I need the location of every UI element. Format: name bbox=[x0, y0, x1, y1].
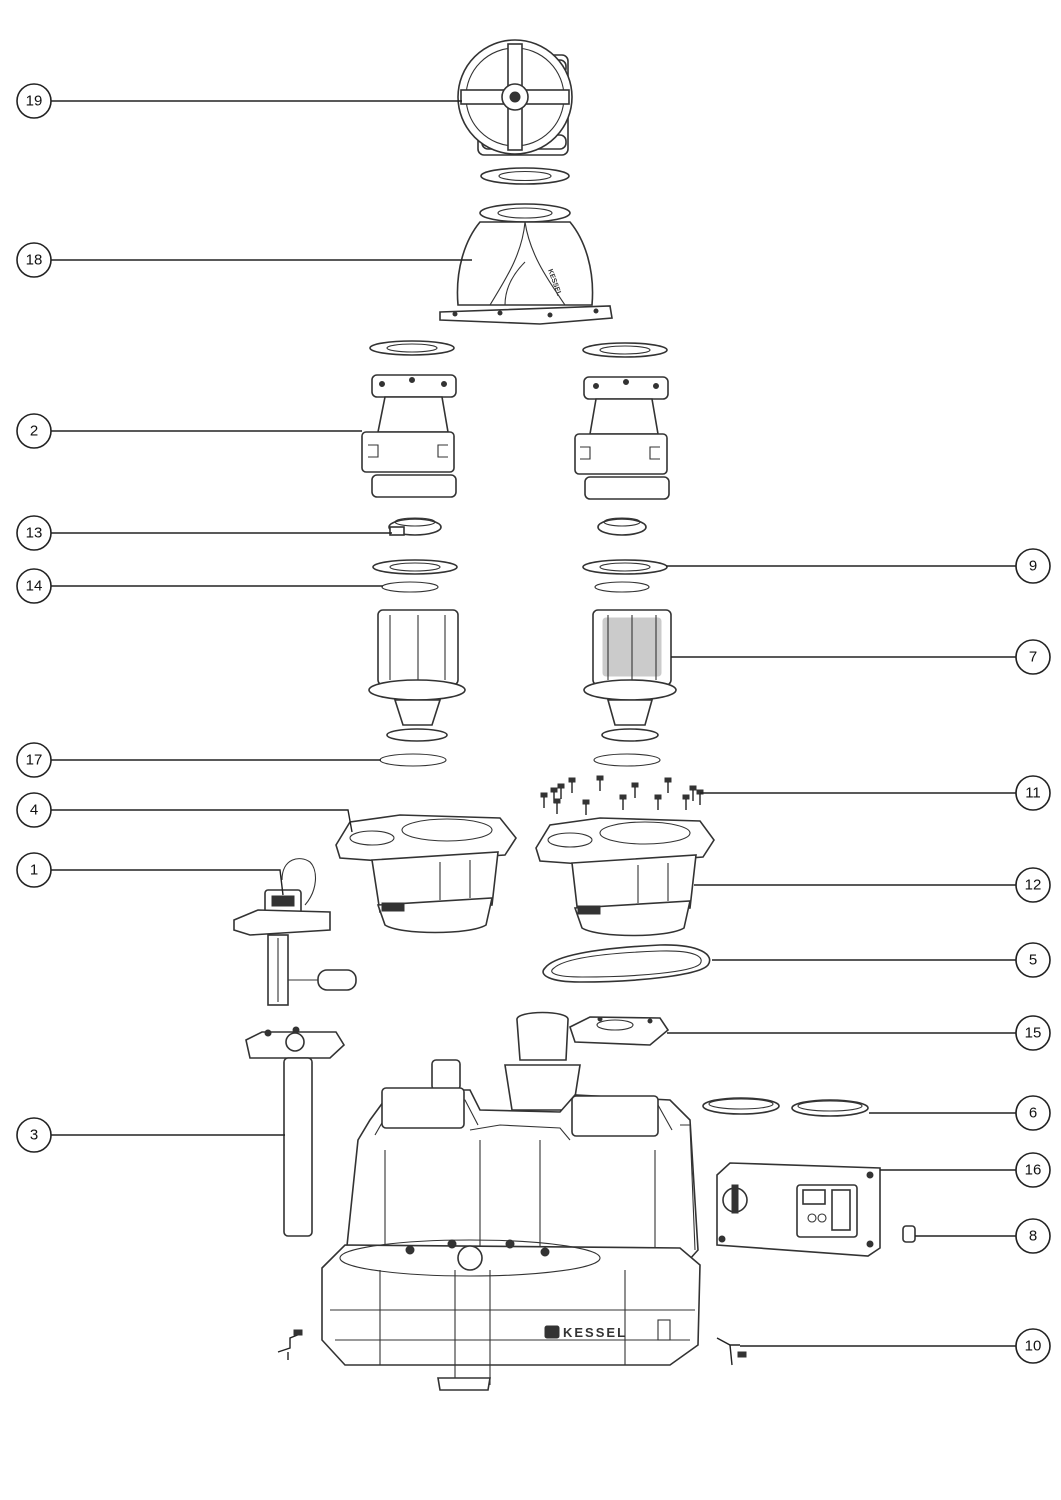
callout-6: 6 bbox=[1015, 1095, 1051, 1131]
callout-1-label: 1 bbox=[30, 862, 38, 879]
callout-5: 5 bbox=[1015, 942, 1051, 978]
part-19-gate-valve bbox=[457, 39, 573, 156]
callout-6-label: 6 bbox=[1029, 1105, 1037, 1122]
leader-4 bbox=[51, 809, 353, 833]
callout-4-label: 4 bbox=[30, 802, 38, 819]
callout-18: 18 bbox=[16, 242, 52, 278]
callout-16-label: 16 bbox=[1025, 1162, 1042, 1179]
tank-body: KESSEL bbox=[321, 1011, 701, 1391]
callout-8: 8 bbox=[1015, 1218, 1051, 1254]
callout-19: 19 bbox=[16, 83, 52, 119]
callout-1: 1 bbox=[16, 852, 52, 888]
part-9-gasket-right bbox=[582, 559, 668, 575]
part-12-pump-unit-right bbox=[535, 817, 715, 937]
part-17-o-ring-left bbox=[379, 753, 447, 767]
part-18-y-piece: KESSEL bbox=[439, 203, 613, 325]
part-3-probe-tube bbox=[245, 1026, 346, 1237]
callout-5-label: 5 bbox=[1029, 952, 1037, 969]
gasket-right-top bbox=[582, 342, 668, 358]
callout-10-label: 10 bbox=[1025, 1338, 1042, 1355]
callout-9-label: 9 bbox=[1029, 558, 1037, 575]
part-13-clamp-left bbox=[388, 517, 442, 536]
callout-18-label: 18 bbox=[26, 252, 43, 269]
callout-13-label: 13 bbox=[26, 525, 43, 542]
callout-16: 16 bbox=[1015, 1152, 1051, 1188]
callout-15: 15 bbox=[1015, 1015, 1051, 1051]
callout-13: 13 bbox=[16, 515, 52, 551]
callout-7: 7 bbox=[1015, 639, 1051, 675]
part-16-control-unit bbox=[716, 1162, 881, 1257]
callout-14-label: 14 bbox=[26, 578, 43, 595]
callout-2: 2 bbox=[16, 413, 52, 449]
part-10-brackets bbox=[277, 1329, 747, 1366]
callout-17: 17 bbox=[16, 742, 52, 778]
pump-housing-left bbox=[368, 609, 466, 742]
callout-7-label: 7 bbox=[1029, 649, 1037, 666]
callout-11: 11 bbox=[1015, 775, 1051, 811]
part-2-non-return-valve-left bbox=[361, 374, 457, 498]
part-1-level-sensor bbox=[233, 858, 357, 1006]
callout-10: 10 bbox=[1015, 1328, 1051, 1364]
gasket-19 bbox=[480, 167, 570, 185]
part-4-pump-unit-left bbox=[335, 814, 517, 934]
clamp-right bbox=[597, 517, 647, 536]
callout-12: 12 bbox=[1015, 867, 1051, 903]
part-14-o-ring-left bbox=[381, 581, 439, 593]
callout-11-label: 11 bbox=[1025, 785, 1041, 802]
part-11-screws bbox=[540, 775, 704, 815]
callout-9: 9 bbox=[1015, 548, 1051, 584]
tank-brand-label: KESSEL bbox=[563, 1325, 627, 1340]
part-7-pump-housing-right bbox=[583, 609, 677, 742]
part-6-discs bbox=[702, 1097, 869, 1117]
part-5-tank-seal bbox=[542, 944, 711, 983]
gasket-left-top bbox=[369, 340, 455, 356]
callout-12-label: 12 bbox=[1025, 877, 1042, 894]
callout-15-label: 15 bbox=[1025, 1025, 1042, 1042]
callout-3-label: 3 bbox=[30, 1127, 38, 1144]
callout-17-label: 17 bbox=[26, 752, 43, 769]
o-ring-right-lower bbox=[593, 753, 661, 767]
callout-3: 3 bbox=[16, 1117, 52, 1153]
non-return-valve-right bbox=[574, 376, 670, 500]
callout-14: 14 bbox=[16, 568, 52, 604]
part-8-cylinder bbox=[902, 1225, 916, 1243]
gasket-left-mid bbox=[372, 559, 458, 575]
callout-2-label: 2 bbox=[30, 423, 38, 440]
callout-19-label: 19 bbox=[26, 93, 43, 110]
o-ring-right bbox=[594, 581, 650, 593]
callout-8-label: 8 bbox=[1029, 1228, 1037, 1245]
callout-4: 4 bbox=[16, 792, 52, 828]
leader-1 bbox=[51, 869, 284, 896]
leader-lines bbox=[51, 100, 1017, 1347]
part-15-cover-plate bbox=[569, 1016, 670, 1046]
